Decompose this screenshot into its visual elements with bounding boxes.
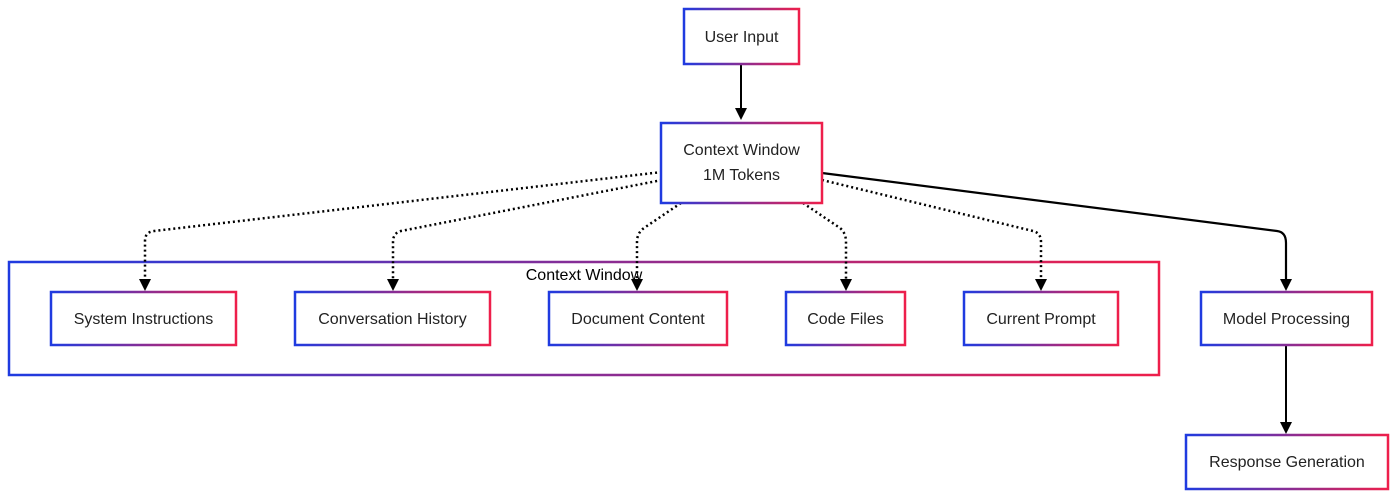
node-model-processing-label: Model Processing bbox=[1223, 311, 1350, 328]
node-system-instructions-label: System Instructions bbox=[74, 311, 214, 328]
node-user-input: User Input bbox=[682, 7, 801, 66]
edges bbox=[139, 64, 1292, 434]
node-code-files: Code Files bbox=[784, 290, 907, 347]
node-current-prompt-label: Current Prompt bbox=[986, 311, 1096, 328]
node-conversation-history: Conversation History bbox=[293, 290, 492, 347]
node-system-instructions: System Instructions bbox=[49, 290, 238, 347]
node-context-window: Context Window 1M Tokens bbox=[659, 121, 824, 205]
node-response-generation-label: Response Generation bbox=[1209, 454, 1365, 471]
edge-context-to-model-processing bbox=[821, 171, 1292, 291]
node-document-content-label: Document Content bbox=[571, 311, 705, 328]
cluster-label: Context Window bbox=[526, 267, 643, 284]
edge-context-to-code-files bbox=[802, 201, 852, 291]
node-user-input-label: User Input bbox=[705, 29, 779, 46]
edge-context-to-current-prompt bbox=[821, 178, 1047, 291]
node-code-files-label: Code Files bbox=[807, 311, 883, 328]
node-response-generation: Response Generation bbox=[1184, 433, 1390, 491]
node-conversation-history-label: Conversation History bbox=[318, 311, 467, 328]
node-current-prompt: Current Prompt bbox=[962, 290, 1120, 347]
node-model-processing: Model Processing bbox=[1199, 290, 1374, 347]
node-context-window-label-line1: Context Window bbox=[683, 142, 800, 159]
edge-context-to-conversation-history bbox=[387, 178, 663, 291]
node-document-content: Document Content bbox=[547, 290, 729, 347]
edge-context-to-document-content bbox=[631, 201, 682, 291]
edge-context-to-system-instructions bbox=[139, 170, 663, 291]
node-context-window-label-line2: 1M Tokens bbox=[703, 167, 780, 184]
